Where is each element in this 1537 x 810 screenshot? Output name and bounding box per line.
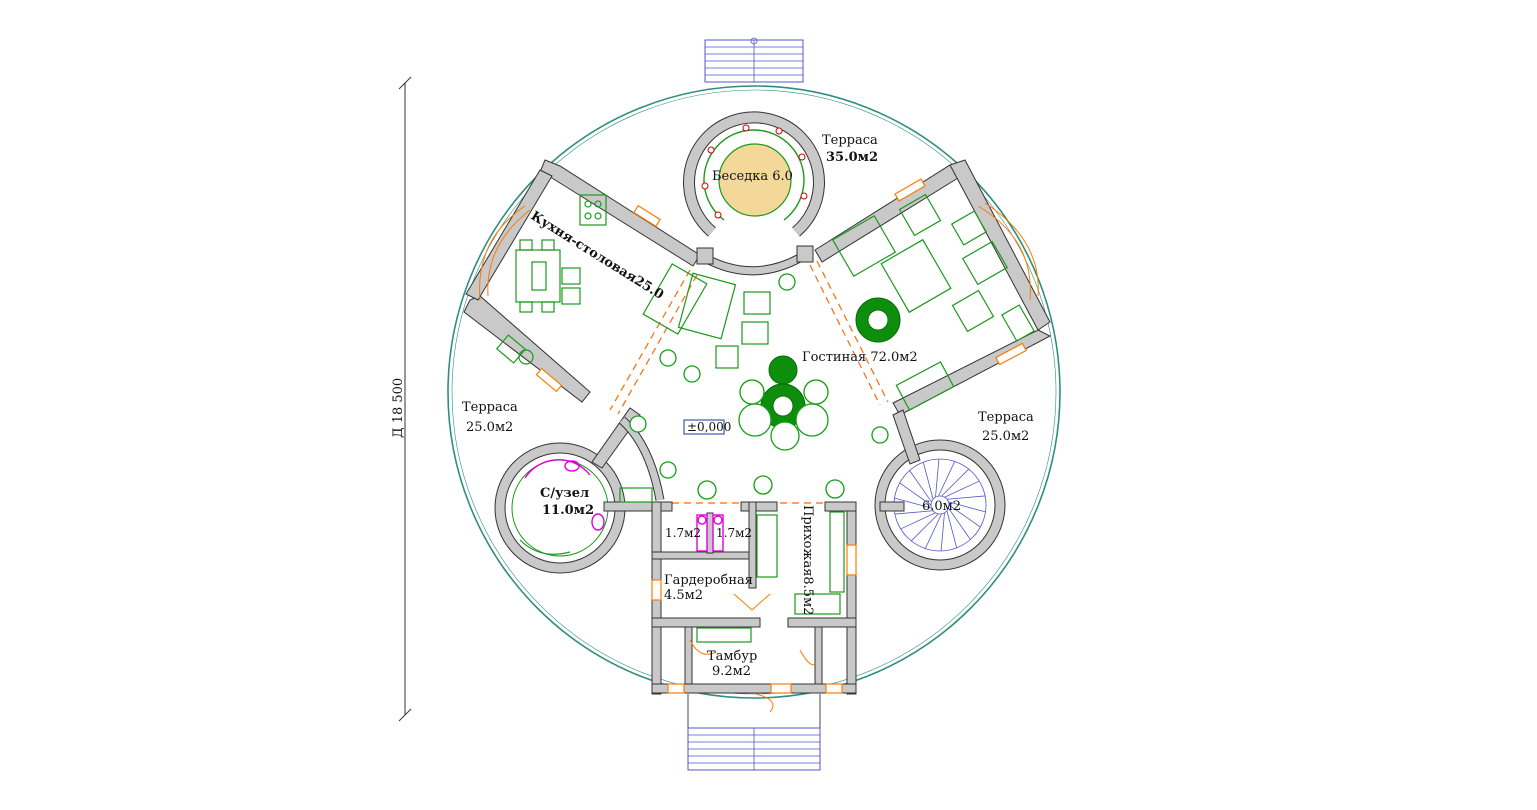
stair-step <box>948 504 981 528</box>
wc-fixtures <box>696 514 724 552</box>
hall-label: Прихожая8.5м2 <box>800 505 815 615</box>
terrace-west-area: 25.0м2 <box>466 420 513 435</box>
vestibule-area: 9.2м2 <box>712 664 751 679</box>
stair-step <box>935 458 940 498</box>
level-mark: ±0,000 <box>687 420 731 434</box>
vestibule-name: Тамбур <box>707 649 757 664</box>
wc-left-area: 1.7м2 <box>665 526 701 540</box>
gazebo-connector-wall <box>696 245 814 276</box>
north-stairs <box>704 37 804 83</box>
plants <box>629 273 901 500</box>
south-stairs <box>687 694 821 771</box>
stair-step <box>944 480 980 498</box>
stair-step <box>940 512 945 552</box>
stair-step <box>899 482 932 506</box>
living-walls <box>814 159 1052 416</box>
terrace-east-name: Терраса <box>978 410 1034 425</box>
kitchen-walls <box>463 159 701 403</box>
gazebo-label: Беседка 6.0 <box>712 169 793 184</box>
stair-step <box>948 507 971 540</box>
stair-step <box>900 512 936 530</box>
stair-step <box>894 510 934 515</box>
living-furniture <box>619 193 1035 503</box>
wardrobe-area: 4.5м2 <box>664 588 703 603</box>
terrace-west-name: Терраса <box>462 400 518 415</box>
kitchen-furniture <box>495 194 708 365</box>
dimension-label: Д 18 500 <box>391 378 406 438</box>
stair-step <box>938 461 956 497</box>
living-label: Гостиная 72.0м2 <box>802 350 918 365</box>
stair-step <box>924 513 942 549</box>
stair-connector-wall <box>892 409 921 465</box>
terrace-east-area: 25.0м2 <box>982 429 1029 444</box>
bathroom-name: С/узел <box>540 486 589 501</box>
gazebo <box>683 111 825 237</box>
stair-step <box>894 497 932 509</box>
bathroom-area: 11.0м2 <box>542 503 594 518</box>
terrace-north-area: 35.0м2 <box>826 150 878 165</box>
stair-step <box>922 462 934 500</box>
stair-step <box>946 510 958 548</box>
bathroom-connector-wall <box>591 407 665 501</box>
stair-step <box>946 495 986 500</box>
entrance-block-walls <box>603 501 905 713</box>
dimension-line: Д 18 500 <box>391 76 412 722</box>
stair-step <box>910 513 939 542</box>
outer-terrace-outline <box>447 85 1061 699</box>
terrace-north-name: Терраса <box>822 133 878 148</box>
wc-right-area: 1.7м2 <box>716 526 752 540</box>
stair-step <box>941 468 970 497</box>
stair-step <box>948 501 986 513</box>
stair-step <box>909 470 932 503</box>
wardrobe-name: Гардеробная <box>664 573 753 588</box>
stair-tower-area: 6.0м2 <box>922 499 961 514</box>
